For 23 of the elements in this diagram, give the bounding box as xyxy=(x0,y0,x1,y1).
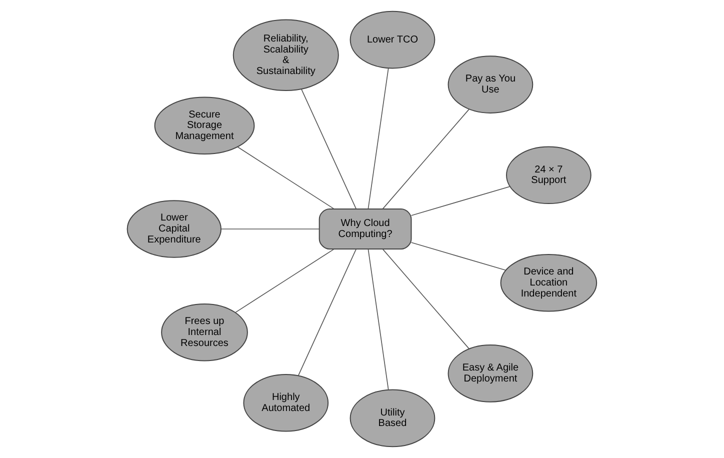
node-ellipse: Highly Automated xyxy=(243,374,329,432)
connector xyxy=(220,228,320,230)
node-ellipse: Frees up Internal Resources xyxy=(161,303,248,362)
node-ellipse: Lower TCO xyxy=(350,10,436,69)
connector xyxy=(368,68,389,210)
connector xyxy=(237,146,334,210)
connector xyxy=(410,186,510,216)
node-ellipse: Reliability, Scalability & Sustainability xyxy=(232,19,339,91)
node-ellipse: Device and Location Independent xyxy=(500,254,598,312)
connector xyxy=(382,108,470,210)
node-ellipse: 24 × 7 Support xyxy=(506,146,592,204)
connector xyxy=(368,248,389,390)
connector xyxy=(410,242,506,271)
node-ellipse: Secure Storage Management xyxy=(154,96,255,155)
node-box: Why Cloud Computing? xyxy=(318,208,412,250)
node-ellipse: Utility Based xyxy=(350,389,436,448)
connector xyxy=(301,88,356,210)
connector xyxy=(298,248,356,376)
connector xyxy=(234,248,334,313)
node-ellipse: Lower Capital Expenditure xyxy=(126,200,222,258)
node-ellipse: Easy & Agile Deployment xyxy=(448,344,534,402)
node-ellipse: Pay as You Use xyxy=(448,56,534,114)
connector xyxy=(382,248,470,350)
